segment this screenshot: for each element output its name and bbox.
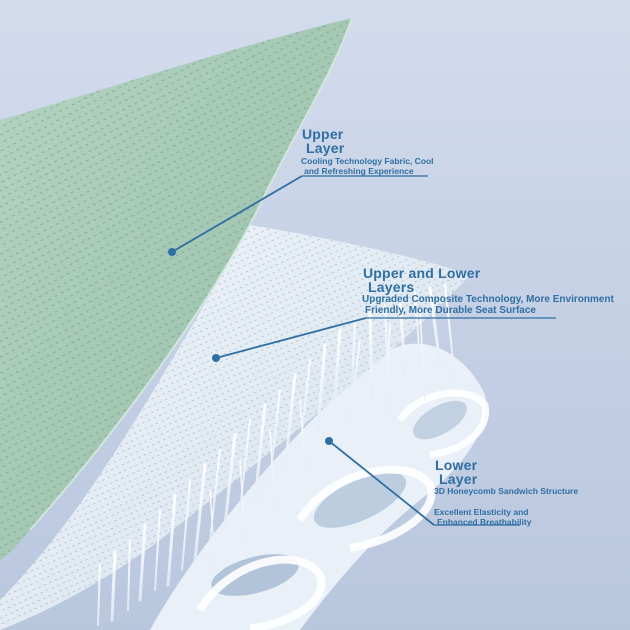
callout-upper [168,175,428,256]
middle-title-line2: Layers [368,279,415,295]
middle-desc-line1: Upgraded Composite Technology, More Envi… [362,294,614,305]
honeycomb-fibers [97,283,456,626]
upper-lower-layers-title: Upper and Lower Layers [363,266,480,294]
lower-title-line2: Layer [439,471,478,487]
upper-title-line1: Upper [302,126,344,142]
lower-desc-line1: 3D Honeycomb Sandwich Structure [434,486,579,496]
lower-layer-title: Lower Layer [435,458,477,486]
callout-middle [212,317,556,362]
upper-title-line2: Layer [306,140,345,156]
lower-desc-line3: Enhanced Breathability [437,517,532,527]
lower-desc-line2: Excellent Elasticity and [434,507,529,517]
lower-title-line1: Lower [435,457,478,473]
lower-layer-structure: 3D Honeycomb Sandwich Structure [434,486,578,496]
upper-desc-line2: and Refreshing Experience [304,166,414,176]
middle-desc-line2: Friendly, More Durable Seat Surface [365,305,536,316]
callout-lower [325,437,520,526]
upper-layer-title: Upper Layer [302,127,344,155]
middle-title-line1: Upper and Lower [363,265,481,281]
upper-lower-layers-description: Upgraded Composite Technology, More Envi… [362,294,614,316]
upper-desc-line1: Cooling Technology Fabric, Cool [301,156,434,166]
composite-sheet-layer [0,225,470,630]
honeycomb-layer [150,343,490,630]
lower-layer-benefits: Excellent Elasticity and Enhanced Breath… [434,507,531,527]
upper-layer-description: Cooling Technology Fabric, Cool and Refr… [301,156,434,176]
cooling-fabric-layer [0,17,353,560]
